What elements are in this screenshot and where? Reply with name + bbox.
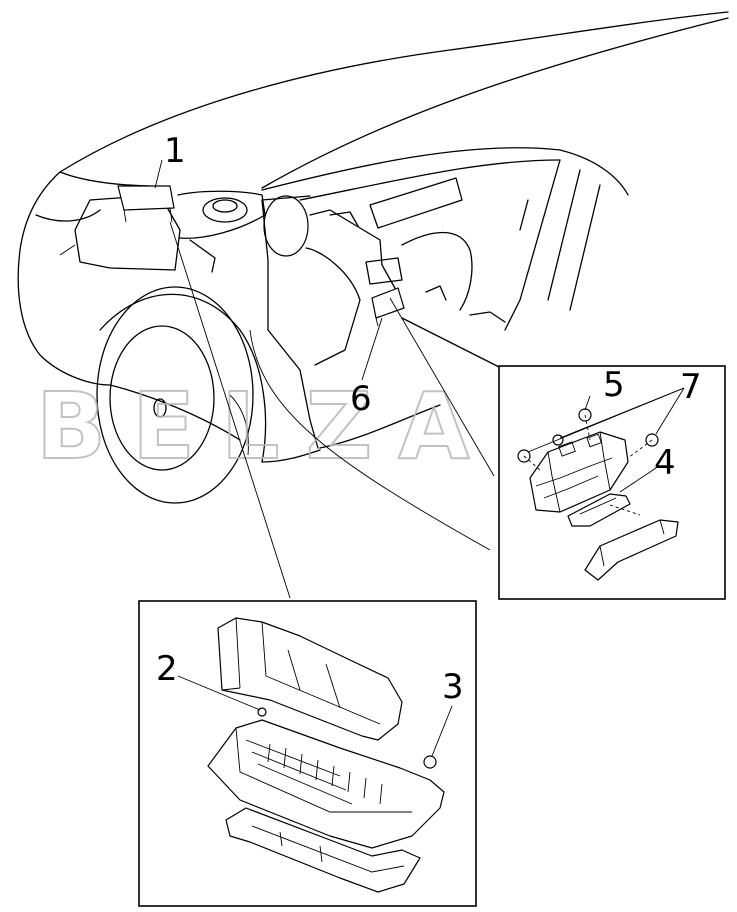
car-front-illustration (17, 11, 729, 504)
connector-lines (169, 221, 495, 599)
main-callouts: 1 6 (154, 131, 383, 419)
callout-1: 1 (164, 131, 186, 171)
detail-box-dash-module: 5 7 4 (498, 365, 726, 600)
callout-6: 6 (350, 379, 372, 419)
callout-2: 2 (156, 649, 178, 689)
watermark-text: BELZAD (36, 373, 598, 480)
callout-5: 5 (603, 365, 625, 405)
callout-4: 4 (654, 443, 676, 483)
callout-7: 7 (680, 367, 702, 407)
callout-3: 3 (442, 667, 464, 707)
detail-box-engine-fusebox: 2 3 (138, 600, 477, 907)
